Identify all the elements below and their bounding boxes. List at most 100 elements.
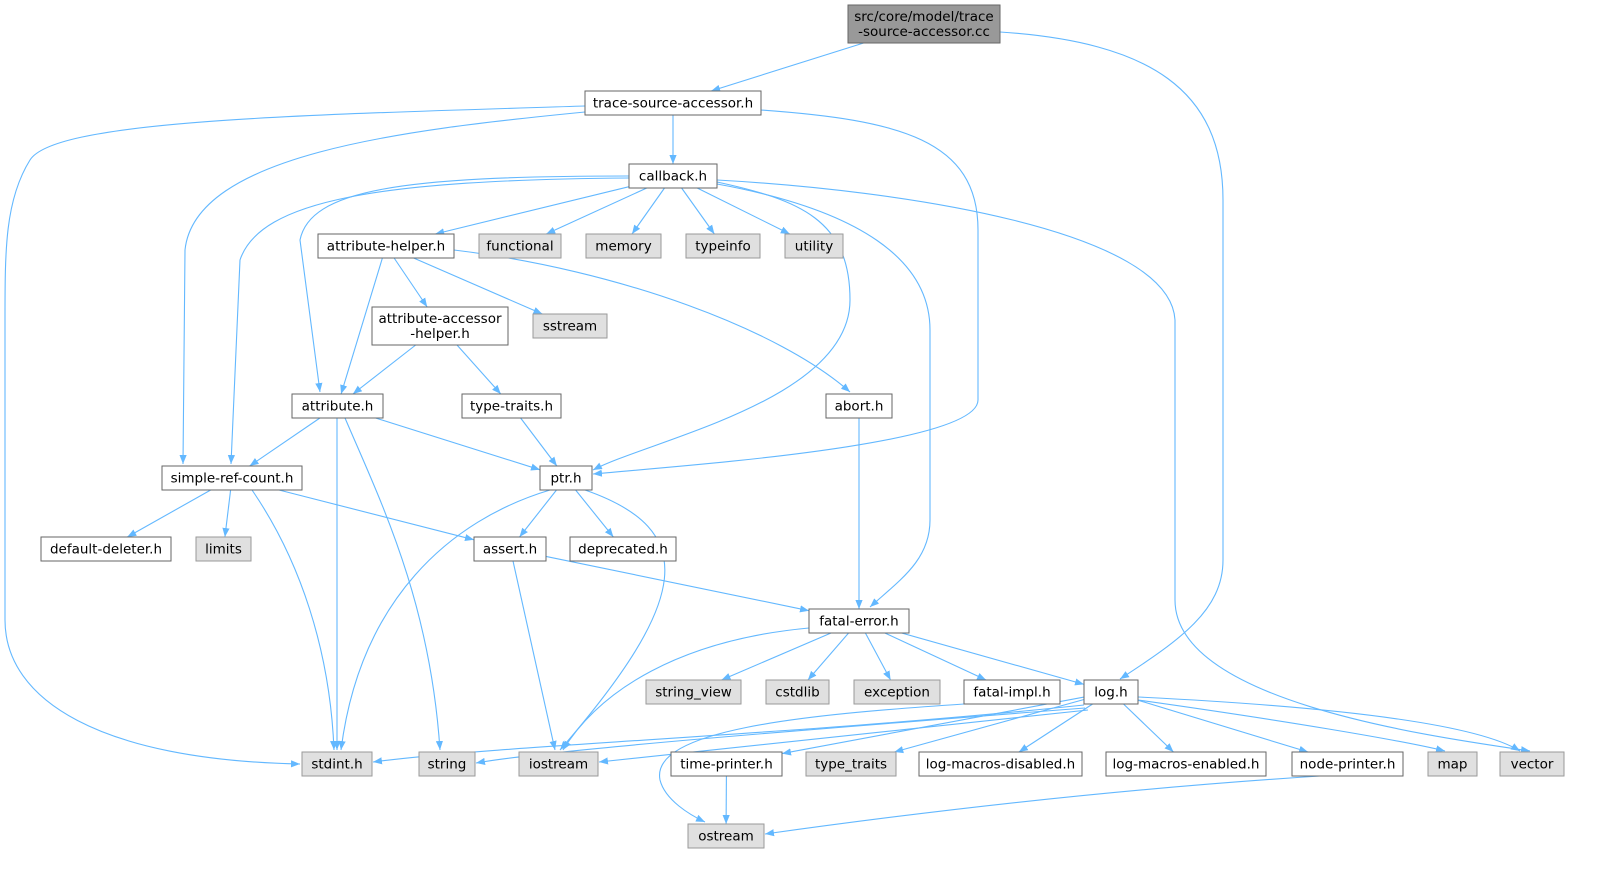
node-box <box>461 393 562 419</box>
node-simpleref[interactable]: simple-ref-count.h <box>161 465 303 491</box>
node-box <box>569 536 677 562</box>
node-label: string_view <box>655 685 732 701</box>
node-nodeprinter[interactable]: node-printer.h <box>1291 751 1404 777</box>
node-label: stdint.h <box>311 757 362 773</box>
node-box <box>825 393 893 419</box>
node-box <box>628 163 718 189</box>
edge-fatalerror-to-fatalimpl <box>884 632 987 681</box>
edge-root-to-tsa <box>710 42 864 92</box>
node-label: map <box>1438 757 1468 773</box>
node-attracc[interactable]: attribute-accessor-helper.h <box>371 306 509 346</box>
node-tsa[interactable]: trace-source-accessor.h <box>584 90 762 116</box>
edge-fatalerror-to-exception <box>864 632 892 681</box>
node-box <box>765 679 830 705</box>
edge-callback-to-ptr <box>592 181 851 471</box>
node-box <box>371 306 509 346</box>
node-callback[interactable]: callback.h <box>628 163 718 189</box>
node-box <box>963 679 1061 705</box>
node-box <box>808 608 910 634</box>
node-assert[interactable]: assert.h <box>473 536 547 562</box>
node-stdint: stdint.h <box>301 751 373 777</box>
node-logdis[interactable]: log-macros-disabled.h <box>918 751 1083 777</box>
edge-callback-to-vector <box>716 179 1531 754</box>
node-defdel[interactable]: default-deleter.h <box>40 536 172 562</box>
node-box <box>473 536 547 562</box>
node-label: attribute.h <box>302 399 374 415</box>
edge-callback-to-attrhelper <box>435 186 630 236</box>
node-label: exception <box>864 685 930 701</box>
edge-log-to-timeprinter <box>781 696 1085 756</box>
node-typeinfo: typeinfo <box>685 233 761 259</box>
node-deprecated[interactable]: deprecated.h <box>569 536 677 562</box>
edge-root-to-log <box>999 31 1224 680</box>
edge-attrhelper-to-attribute <box>340 257 383 395</box>
node-label: default-deleter.h <box>50 542 162 558</box>
node-label: -source-accessor.cc <box>858 24 990 40</box>
edge-callback-to-memory <box>631 187 665 235</box>
node-label: ostream <box>698 829 754 845</box>
node-label: fatal-error.h <box>819 614 899 630</box>
node-box <box>291 393 384 419</box>
dependency-nodes: src/core/model/trace-source-accessor.cc t… <box>40 4 1565 849</box>
edge-callback-to-attribute <box>299 175 630 393</box>
node-logen[interactable]: log-macros-enabled.h <box>1105 751 1267 777</box>
node-stringview: string_view <box>645 679 742 705</box>
node-label: limits <box>205 542 242 558</box>
node-box <box>585 233 662 259</box>
node-label: log-macros-enabled.h <box>1113 757 1260 773</box>
edge-ptr-to-deprecated <box>575 489 614 538</box>
node-sstream: sstream <box>532 313 608 339</box>
node-box <box>478 233 562 259</box>
edge-simpleref-to-assert <box>278 489 475 542</box>
edge-fatalerror-to-log <box>901 632 1085 686</box>
node-fatalerror[interactable]: fatal-error.h <box>808 608 910 634</box>
node-box <box>685 233 761 259</box>
edge-ptr-to-iostream <box>559 489 666 751</box>
node-label: attribute-helper.h <box>327 239 445 255</box>
node-fatalimpl[interactable]: fatal-impl.h <box>963 679 1061 705</box>
edge-tsa-to-stdint <box>4 105 586 768</box>
node-label: time-printer.h <box>680 757 773 773</box>
node-box <box>1499 751 1565 777</box>
node-abort[interactable]: abort.h <box>825 393 893 419</box>
dependency-edges <box>4 31 1531 837</box>
edge-attrhelper-to-attracc <box>393 257 428 308</box>
node-timeprinter[interactable]: time-printer.h <box>670 751 783 777</box>
edge-simpleref-to-limits <box>222 489 232 538</box>
node-label: functional <box>486 239 553 255</box>
node-box <box>301 751 373 777</box>
node-box <box>418 751 476 777</box>
node-cstdlib: cstdlib <box>765 679 830 705</box>
node-box <box>918 751 1083 777</box>
node-log[interactable]: log.h <box>1083 679 1139 705</box>
edge-fatalerror-to-cstdlib <box>807 632 850 681</box>
edge-attracc-to-typetraits <box>456 344 502 395</box>
edge-assert-to-iostream <box>512 560 557 751</box>
edge-simpleref-to-stdint <box>251 489 338 751</box>
node-label: utility <box>795 239 833 255</box>
node-attribute[interactable]: attribute.h <box>291 393 384 419</box>
node-label: type-traits.h <box>470 399 553 415</box>
node-typetraits[interactable]: type-traits.h <box>461 393 562 419</box>
node-label: ptr.h <box>550 471 581 487</box>
node-box <box>687 823 765 849</box>
node-label: abort.h <box>835 399 884 415</box>
node-label: log.h <box>1094 685 1127 701</box>
node-label: string <box>428 757 467 773</box>
node-label: memory <box>595 239 651 255</box>
edge-fatalerror-to-stringview <box>721 632 832 681</box>
edge-attribute-to-ptr <box>375 417 541 471</box>
node-ostream: ostream <box>687 823 765 849</box>
node-limits: limits <box>195 536 252 562</box>
node-attrhelper[interactable]: attribute-helper.h <box>317 233 455 259</box>
edge-tsa-to-simpleref <box>179 111 586 465</box>
edge-attrhelper-to-sstream <box>413 257 543 315</box>
edge-log-to-nodeprinter <box>1137 699 1309 753</box>
node-box <box>532 313 608 339</box>
edge-callback-to-fatalerror <box>716 183 931 608</box>
node-root[interactable]: src/core/model/trace-source-accessor.cc <box>847 4 1001 44</box>
edge-log-to-vector <box>1137 696 1521 752</box>
edge-callback-to-simpleref <box>227 177 630 465</box>
node-ptr[interactable]: ptr.h <box>539 465 593 491</box>
edge-callback-to-utility <box>696 187 791 235</box>
